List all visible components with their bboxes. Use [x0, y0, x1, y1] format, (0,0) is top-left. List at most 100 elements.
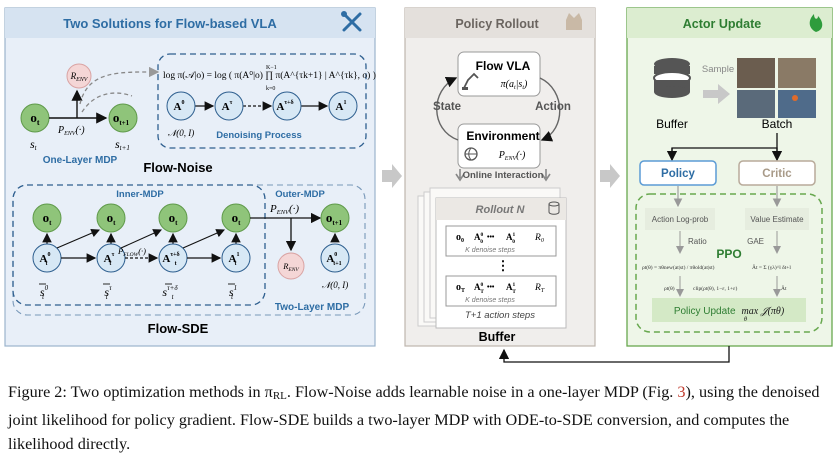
- flow-sde-title: Flow-SDE: [148, 321, 209, 336]
- policy-box[interactable]: [639, 160, 717, 186]
- flow-vla-label: Flow VLA: [476, 59, 531, 73]
- rollout-buffer-label: Buffer: [479, 330, 516, 344]
- ppo-label: PPO: [716, 247, 741, 261]
- crown-box-icon: [566, 13, 582, 30]
- flow-noise-section: RENV ot ot+1 PENV(·) st st+1 One-Layer M…: [20, 53, 376, 175]
- fn-action-node: [214, 91, 244, 121]
- action-logprob-label: Action Log-prob: [652, 215, 709, 224]
- update-theta-sub: θ: [744, 317, 747, 323]
- feedback-arrow: [498, 346, 730, 363]
- value-estimate-label: Value Estimate: [750, 215, 804, 224]
- action-steps-label: T+1 action steps: [465, 310, 535, 321]
- advantage-label: Ât: [781, 284, 787, 292]
- rollout-ellipsis: ⋮: [497, 258, 510, 273]
- rollout-row: [445, 275, 557, 307]
- p-env-label: PENV(·): [57, 125, 85, 137]
- database-icon: [548, 201, 560, 215]
- flame-icon: [809, 14, 823, 32]
- buffer-db-icon: [653, 58, 691, 98]
- panel3-title: Actor Update: [683, 17, 762, 31]
- action-label: Action: [535, 101, 571, 113]
- sde-obs-label: ot: [43, 210, 53, 227]
- sde-diagonal-arrow: [120, 229, 163, 249]
- denoising-process-label: Denoising Process: [216, 130, 302, 141]
- inner-mdp-label: Inner-MDP: [116, 189, 164, 200]
- fn-action-label: A0: [174, 100, 185, 113]
- sde-noise-init-label: 𝒩(0, I): [322, 280, 349, 290]
- sde-obs-label: ot: [169, 210, 179, 227]
- sample-label: Sample: [702, 64, 734, 75]
- row-reward: R0: [534, 233, 544, 244]
- row-dots: •••: [487, 234, 495, 241]
- sde-action-node: [221, 243, 251, 273]
- row-denoise-note: K denoise steps: [465, 297, 515, 304]
- globe-icon: [464, 147, 478, 161]
- tools-icon: [341, 11, 362, 32]
- policy-update-box: [652, 298, 806, 322]
- one-layer-mdp-label: One-Layer MDP: [43, 155, 118, 166]
- row-obs: o0: [456, 232, 464, 244]
- batch-image-grid: [737, 58, 816, 118]
- online-interaction-label: Online Interaction: [463, 170, 544, 181]
- rollout-n-title: Rollout N: [476, 204, 526, 216]
- gae-label: GAE: [747, 237, 764, 246]
- state-label: State: [433, 101, 461, 113]
- outer-p-env-label: PENV(·): [269, 203, 299, 216]
- row-obs: oT: [456, 282, 465, 294]
- robot-arm-icon: [462, 72, 479, 90]
- gae-formula: Ât = Σ (γλ)^l δt+l: [752, 263, 791, 271]
- sde-diagonal-arrow: [56, 228, 101, 249]
- two-layer-mdp-label: Two-Layer MDP: [275, 302, 350, 313]
- diagram-canvas: Two Solutions for Flow-based VLA RENV ot…: [4, 7, 833, 363]
- critic-box[interactable]: [738, 160, 816, 186]
- sde-obs-node: [96, 203, 126, 233]
- fn-action-node: [328, 91, 358, 121]
- r-env-node: [66, 63, 92, 89]
- environment-label: Environment: [466, 129, 539, 143]
- a-next-node: [320, 243, 350, 273]
- fn-action-node: [272, 91, 302, 121]
- ratio-formula: ρt(θ) = πθnew(at|st) / πθold(at|st): [642, 264, 715, 271]
- svg-text:RENV: RENV: [282, 261, 299, 273]
- arrow-panel2-to-panel3: [600, 164, 620, 188]
- o-t1-node: [108, 103, 138, 133]
- rollout-row: [445, 225, 557, 257]
- row-reward: RT: [534, 283, 545, 294]
- sde-diagonal-arrow: [182, 229, 226, 249]
- arrow-panel1-to-panel2: [382, 164, 402, 188]
- flow-noise-formula: log π(𝒜|o) = log ( π(A⁰|o) ∏ π(A^{τk+1} …: [163, 70, 376, 81]
- batch-label: Batch: [762, 117, 793, 131]
- o-next-node: [320, 203, 350, 233]
- row-dots: •••: [487, 284, 495, 291]
- figure-caption: Figure 2: Two optimization methods in πR…: [8, 383, 820, 453]
- noise-init-label: 𝒩(0, I): [168, 128, 195, 138]
- env-formula: PENV(·): [498, 150, 526, 162]
- rho-label: ρt(θ): [664, 285, 675, 292]
- formula-prod-bottom: k=0: [266, 86, 275, 92]
- clip-label: clip(ρt(θ), 1−ε, 1+ε): [693, 285, 737, 292]
- svg-text:ot: ot: [30, 110, 40, 127]
- policy-label: Policy: [661, 168, 695, 180]
- sde-obs-label: ot: [232, 210, 242, 227]
- svg-text:ot+1: ot+1: [326, 210, 343, 227]
- panel-actor-update: Actor Update Buffer Sample Batch Policy: [626, 7, 833, 347]
- row-denoise-note: K denoise steps: [465, 247, 515, 254]
- fn-action-node: [166, 91, 196, 121]
- svg-text:ot+1: ot+1: [113, 110, 130, 127]
- actor-buffer-label: Buffer: [656, 117, 688, 131]
- svg-text:RENV: RENV: [70, 71, 89, 83]
